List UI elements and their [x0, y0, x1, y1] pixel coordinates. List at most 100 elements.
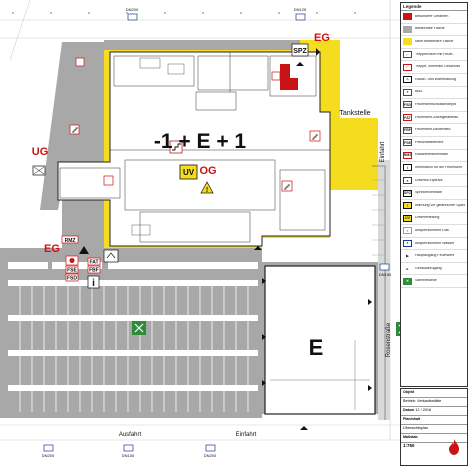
objekt-label: Objekt — [403, 390, 415, 394]
assembly-point-icon — [132, 321, 146, 335]
legend-symbol-icon: ● — [403, 177, 412, 185]
legend-symbol-icon: ▶ — [403, 252, 412, 260]
legend-symbol-icon: ✕ — [403, 277, 412, 285]
hydrant-icon — [43, 13, 390, 452]
parking-lot — [0, 248, 262, 418]
legend-text: Absperrschieber Wasser — [415, 241, 455, 245]
dn-label: DN200 — [42, 453, 55, 458]
legend-item: ▶Hauptzugang Feuerwehr — [401, 250, 467, 263]
legend-symbol-icon — [403, 13, 412, 21]
legend-symbol-icon: FBF — [403, 126, 412, 134]
legend-text: Sammelstelle — [415, 279, 437, 283]
fse-panel: FSE — [65, 265, 79, 274]
uv-box: UV — [179, 164, 198, 180]
fire-logo-icon — [449, 439, 459, 455]
legend-item: Nicht befahrbare Fläche — [401, 36, 467, 49]
massstab-label: Maßstab — [403, 435, 418, 439]
legend-text: Unterverteilung — [415, 216, 440, 220]
main-building — [57, 51, 331, 247]
legend-symbol-icon: ● — [403, 239, 412, 247]
legend-text: Besondere Gefahren — [415, 14, 449, 18]
legend-item: Befahrbare Fläche — [401, 24, 467, 37]
special-hazard-area — [280, 64, 290, 90]
legend-text: Treppenraum mit Feuer- — [415, 52, 454, 56]
svg-text:FSE: FSE — [67, 268, 77, 274]
legend-text: Warnung vor gefährlicher Spannung — [415, 203, 465, 207]
legend-text: Befahrbare Fläche — [415, 27, 445, 31]
legend-symbol-icon: ^ — [403, 76, 412, 84]
legend-item: ●BMZ — [401, 87, 467, 100]
legend-item: ⌐Treppenraum mit Feuer- — [401, 49, 467, 62]
datum-label: Datum — [403, 408, 415, 412]
legend-symbol-icon: FSE — [403, 139, 412, 147]
legend-text: Absperrschieber Gas — [415, 228, 449, 232]
plan-label: Planinhalt — [403, 417, 421, 421]
og-label: OG — [199, 165, 216, 177]
stair-icon — [169, 140, 183, 154]
legend-item: Besondere Gefahren — [401, 11, 467, 24]
stair-icon — [309, 130, 321, 142]
legend-text: Rauchmeldezentrale — [415, 153, 448, 157]
legend-symbol-icon: ● — [403, 88, 412, 96]
plan-value: Übersichtsplan — [403, 426, 429, 430]
legend-symbol-icon: FSD — [403, 101, 412, 109]
legend-text: Nicht befahrbare Fläche — [415, 40, 454, 44]
legend-text: Information für die Feuerwehr — [415, 166, 463, 170]
center-label: -1 + E + 1 — [154, 130, 247, 153]
rosenstrasse-label: Rosenstraße — [386, 322, 392, 357]
stair-icon — [75, 57, 85, 67]
title-block: Objekt Betrieb: Verkaufsstätte Datum 12 … — [400, 388, 468, 466]
legend-symbol-icon: ● — [403, 227, 412, 235]
building-e-label: E — [309, 335, 324, 360]
legend-symbol-icon: ⌐ — [403, 63, 412, 71]
fbf-panel: FBF — [87, 265, 101, 274]
dn-label: DN200 — [126, 7, 139, 12]
legend-symbol-icon: ! — [403, 202, 412, 210]
legend-text: Freischaltelement — [415, 140, 444, 144]
ausfahrt-label: Ausfahrt — [119, 432, 142, 438]
svg-text:FSD: FSD — [67, 276, 77, 282]
dn-label: DN200 — [204, 453, 217, 458]
fsd-panel: FSD — [65, 273, 79, 282]
legend-item: ^Rauch- und Wärmeabzug — [401, 74, 467, 87]
legend-symbol-icon: UV — [403, 214, 412, 222]
datum-value: 12 / 2016 — [415, 408, 432, 412]
legend-symbol-icon: FAT — [403, 114, 412, 122]
uv-label: UV — [183, 168, 195, 177]
fat-panel: FAT — [87, 257, 101, 266]
legend-text: Unterflur-Hydrant — [415, 178, 443, 182]
svg-text:FBF: FBF — [89, 268, 99, 274]
rmz-panel: RMZ — [61, 235, 79, 244]
svg-text:!: ! — [206, 187, 208, 194]
tankstelle-label: Tankstelle — [339, 110, 370, 117]
legend-symbol-icon: ⌐ — [403, 51, 412, 59]
legend-item: ●Unterflur-Hydrant — [401, 175, 467, 188]
legend-text: Feuerwehrschlüsseldepot — [415, 103, 456, 107]
einfahrt-bottom-label: Einfahrt — [236, 432, 257, 438]
legend-text: Feuerwehr-Anzeigetableau — [415, 115, 459, 119]
legend-symbol-icon: ▸ — [403, 265, 412, 273]
stair-icon — [271, 71, 281, 81]
stair-icon — [69, 124, 80, 135]
main-access-icon — [79, 246, 89, 254]
massstab-value: 1:750 — [403, 443, 415, 448]
legend-symbol-icon — [403, 38, 412, 46]
legend-text: Rauch- und Wärmeabzug — [415, 77, 456, 81]
svg-text:RMZ: RMZ — [65, 238, 76, 244]
legend-text: Gebäudezugang — [415, 266, 442, 270]
legend-text: Feuerwehr-Bedienfeld — [415, 128, 451, 132]
ug-label: UG — [32, 146, 49, 158]
einfahrt-right-label: Einfahrt — [380, 141, 386, 162]
dn-label: DN125 — [294, 7, 307, 12]
legend-title: Legende — [401, 3, 467, 11]
legend-item: ⌐Treppe, innerhalb Geschoss — [401, 61, 467, 74]
legend-item: ●Absperrschieber Gas — [401, 225, 467, 238]
